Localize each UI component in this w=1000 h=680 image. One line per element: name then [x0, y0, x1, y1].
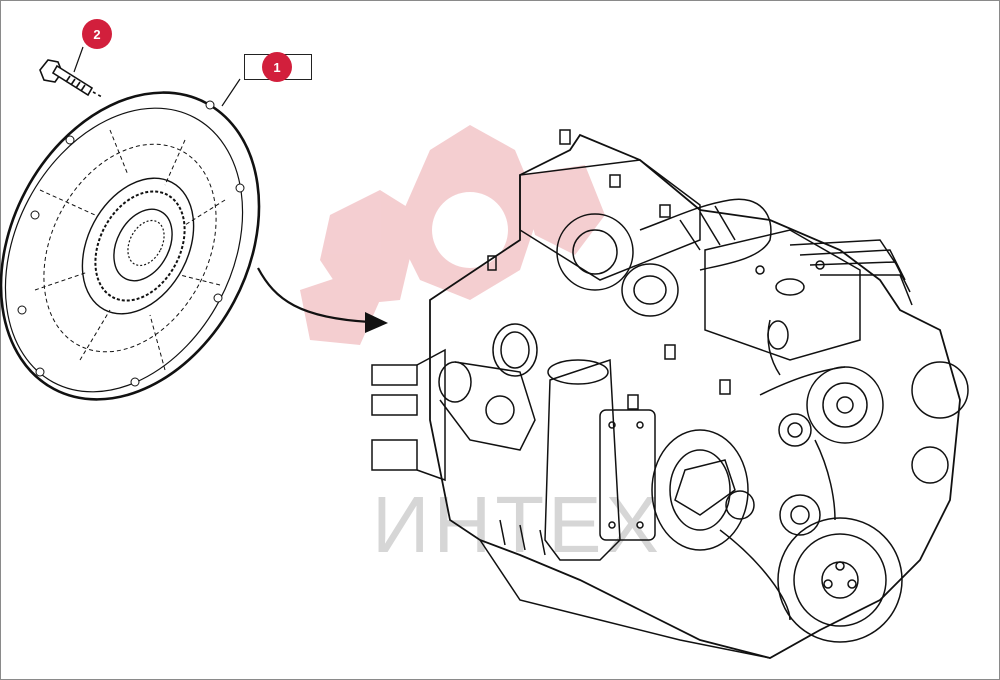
curved-arrow-icon [257, 267, 388, 333]
watermark-logo [300, 125, 605, 345]
callout-badge-2[interactable]: 2 [82, 19, 112, 49]
callout-1-number: 1 [273, 59, 281, 75]
coupling-disc-part [0, 91, 261, 401]
engine-assembly [371, 129, 969, 659]
callout-2-leader [73, 46, 84, 73]
callout-badge-1[interactable]: 1 [262, 52, 292, 82]
callout-1-leader [221, 78, 241, 107]
bolt-part [39, 59, 103, 98]
callout-2-number: 2 [93, 26, 101, 42]
